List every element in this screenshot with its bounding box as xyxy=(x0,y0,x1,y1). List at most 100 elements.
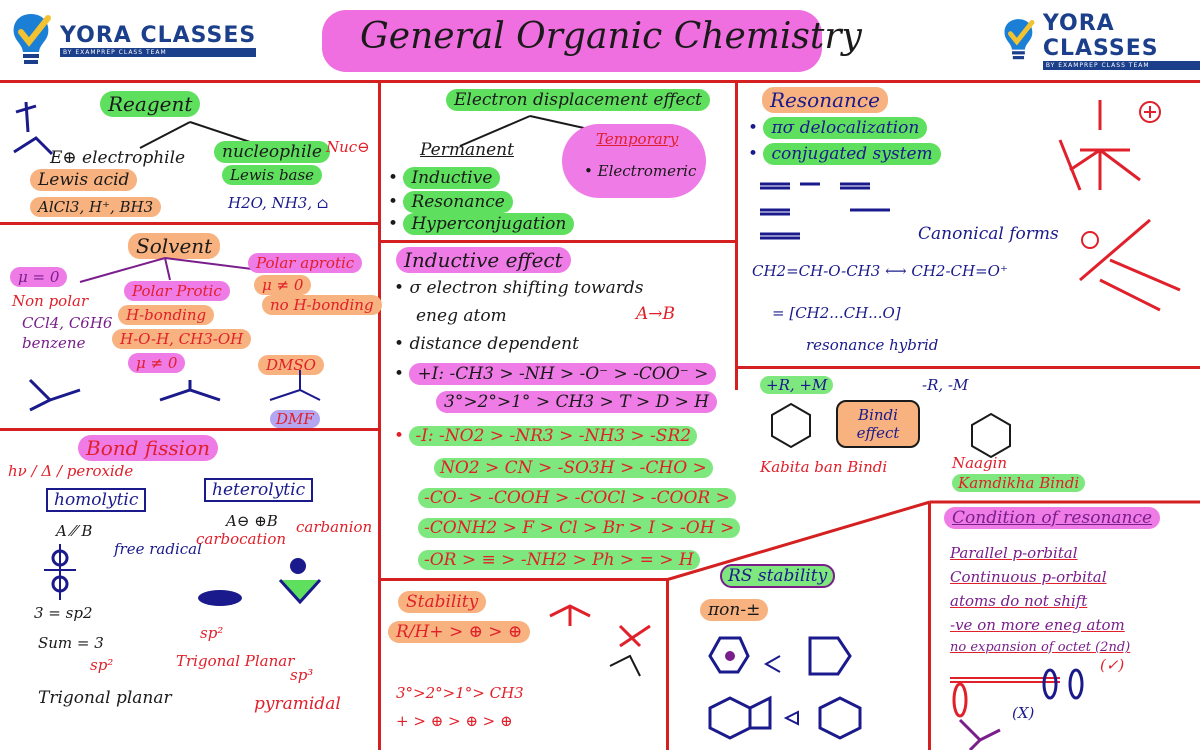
cond-item-2: Continuous p-orbital xyxy=(950,568,1107,586)
plus-r-text: +R, +M xyxy=(760,376,834,394)
stability-heading: Stability xyxy=(398,591,487,613)
nonpolar-mu: μ = 0 xyxy=(10,267,68,287)
arrows xyxy=(79,257,261,283)
bond-fission-heading: Bond fission xyxy=(78,435,218,461)
bulb-check-icon xyxy=(1004,19,1035,60)
cond-item-3: atoms do not shift xyxy=(950,592,1088,610)
page-title: General Organic Chemistry xyxy=(360,16,862,57)
permanent-item-1: • Inductive xyxy=(388,167,501,189)
conjugation-sketch xyxy=(760,182,890,240)
fission-conditions: hν / Δ / peroxide xyxy=(8,462,134,480)
electromeric-item: • Electromeric xyxy=(584,162,697,180)
inductive-point-3: • distance dependent xyxy=(394,334,579,354)
aprotic-hbond-text: no H-bonding xyxy=(262,295,382,315)
reagent-heading-text: Reagent xyxy=(100,91,201,117)
nuc-label: Nuc⊖ xyxy=(326,138,370,156)
minus-i-text: -I: -NO2 > -NR3 > -NH3 > -SR2 xyxy=(409,426,698,446)
electrophile-label: E⊕ electrophile xyxy=(50,148,186,168)
permanent-item-3-text: Hyperconjugation xyxy=(403,213,575,235)
divider xyxy=(735,366,1200,369)
temporary-label: Temporary xyxy=(596,130,679,148)
reagent-heading: Reagent xyxy=(100,91,201,117)
kabita-label: Kabita ban Bindi xyxy=(760,458,888,476)
lewis-base-text: Lewis base xyxy=(222,165,323,185)
protic-label: Polar Protic xyxy=(124,281,230,301)
rs-sub: πon-± xyxy=(700,599,769,621)
minus-i-3-text: -CO- > -COOH > -COCl > -COOR > xyxy=(418,488,736,508)
inductive-heading: Inductive effect xyxy=(396,247,571,273)
protic-hbond: H-bonding xyxy=(118,305,215,325)
logo-left-name: YORA CLASSES xyxy=(60,23,257,48)
lewis-acid-examples-text: AlCl3, H⁺, BH3 xyxy=(30,197,162,217)
nonpolar-label: Non polar xyxy=(12,292,89,310)
divider xyxy=(378,80,381,750)
resonance-point-2: • conjugated system xyxy=(748,143,941,165)
logo-left: YORA CLASSES BY EXAMPREP CLASS TEAM xyxy=(8,10,257,70)
protic-hbond-text: H-bonding xyxy=(118,305,215,325)
logo-left-tagline: BY EXAMPREP CLASS TEAM xyxy=(60,48,257,57)
resonance-heading: Resonance xyxy=(762,87,888,113)
sp3-label: sp³ xyxy=(290,666,314,684)
inductive-bond: A→B xyxy=(636,304,676,324)
inductive-point-3-text: distance dependent xyxy=(409,334,579,354)
homolytic-label: homolytic xyxy=(46,488,147,512)
lewis-acid: Lewis acid xyxy=(30,169,138,191)
inductive-point-2: eneg atom xyxy=(416,306,507,326)
stability-row-2: 3°>2°>1°> CH3 xyxy=(396,684,524,702)
temporary-blob xyxy=(562,124,706,198)
lewis-acid-text: Lewis acid xyxy=(30,169,138,191)
resonance-point-1-text: πσ delocalization xyxy=(763,117,928,139)
plus-r-label: +R, +M xyxy=(760,376,834,394)
hetero-bond: A⊖ ⊕B xyxy=(226,512,278,530)
aprotic-mu-text: μ ≠ 0 xyxy=(254,275,312,295)
minus-i-row: • -I: -NO2 > -NR3 > -NH3 > -SR2 xyxy=(394,426,698,446)
dmf-text: DMF xyxy=(270,410,320,428)
solvent-heading: Solvent xyxy=(128,233,221,259)
permanent-item-1-text: Inductive xyxy=(403,167,501,189)
aprotic-hbond: no H-bonding xyxy=(262,295,382,315)
sp2-label: sp² xyxy=(90,656,114,674)
resonance-hybrid-label: resonance hybrid xyxy=(806,336,939,354)
rs-heading-text: RS stability xyxy=(720,564,836,588)
arrows xyxy=(139,121,251,149)
cond-item-5: no expansion of octet (2nd) xyxy=(950,640,1131,655)
electromeric-text: Electromeric xyxy=(597,162,697,180)
inductive-point-1-text: σ electron shifting towards xyxy=(409,278,644,298)
nucleophile-text: nucleophile xyxy=(214,141,330,163)
nonpolar-mu-text: μ = 0 xyxy=(10,267,68,287)
solvent-structures xyxy=(28,370,321,412)
bindi-box: Bindi effect xyxy=(836,400,920,448)
divider-slant xyxy=(665,500,1200,582)
stability-sketch xyxy=(549,604,651,677)
heterolytic-text: heterolytic xyxy=(204,478,314,502)
protic-mu: μ ≠ 0 xyxy=(128,353,186,373)
aprotic-text: Polar aprotic xyxy=(248,253,363,273)
nonpolar-example-2: benzene xyxy=(22,334,86,352)
minus-i-4-text: -CONH2 > F > Cl > Br > I > -OH > xyxy=(418,518,741,538)
carbocation-label: carbocation xyxy=(196,530,287,548)
lewis-base-examples: H2O, NH3, ⌂ xyxy=(228,194,329,212)
homolytic-text: homolytic xyxy=(46,488,147,512)
sum-note: Sum = 3 xyxy=(38,634,104,652)
logo-right-tagline: BY EXAMPREP CLASS TEAM xyxy=(1042,60,1200,70)
orbital-sketch xyxy=(950,668,1084,750)
molecule-sketch xyxy=(13,101,54,156)
lewis-acid-examples: AlCl3, H⁺, BH3 xyxy=(30,197,162,217)
nagin-label: Naagin xyxy=(952,454,1008,472)
divider xyxy=(0,222,378,225)
cond-no: (X) xyxy=(1012,704,1035,722)
logo-right-name: YORA CLASSES xyxy=(1042,10,1159,61)
minus-i-2-text: NO2 > CN > -SO3H > -CHO > xyxy=(434,458,713,478)
nucleophile-label: nucleophile xyxy=(214,141,330,163)
plus-i-2-text: 3°>2°>1° > CH3 > T > D > H xyxy=(436,391,718,413)
divider xyxy=(928,502,931,750)
plus-i-text: +I: -CH3 > -NH > -O⁻ > -COO⁻ > xyxy=(409,363,717,385)
homo-bond: A ⁄⁄ B xyxy=(56,522,93,540)
minus-i-row-3: -CO- > -COOH > -COCl > -COOR > xyxy=(418,488,736,508)
divider xyxy=(378,578,668,581)
cond-item-4: -ve on more eneg atom xyxy=(950,616,1125,634)
permanent-item-2: • Resonance xyxy=(388,191,513,213)
permanent-label: Permanent xyxy=(420,140,514,160)
divider xyxy=(378,240,735,243)
logo-right: YORA CLASSES BY EXAMPREP CLASS TEAM xyxy=(1000,10,1200,70)
